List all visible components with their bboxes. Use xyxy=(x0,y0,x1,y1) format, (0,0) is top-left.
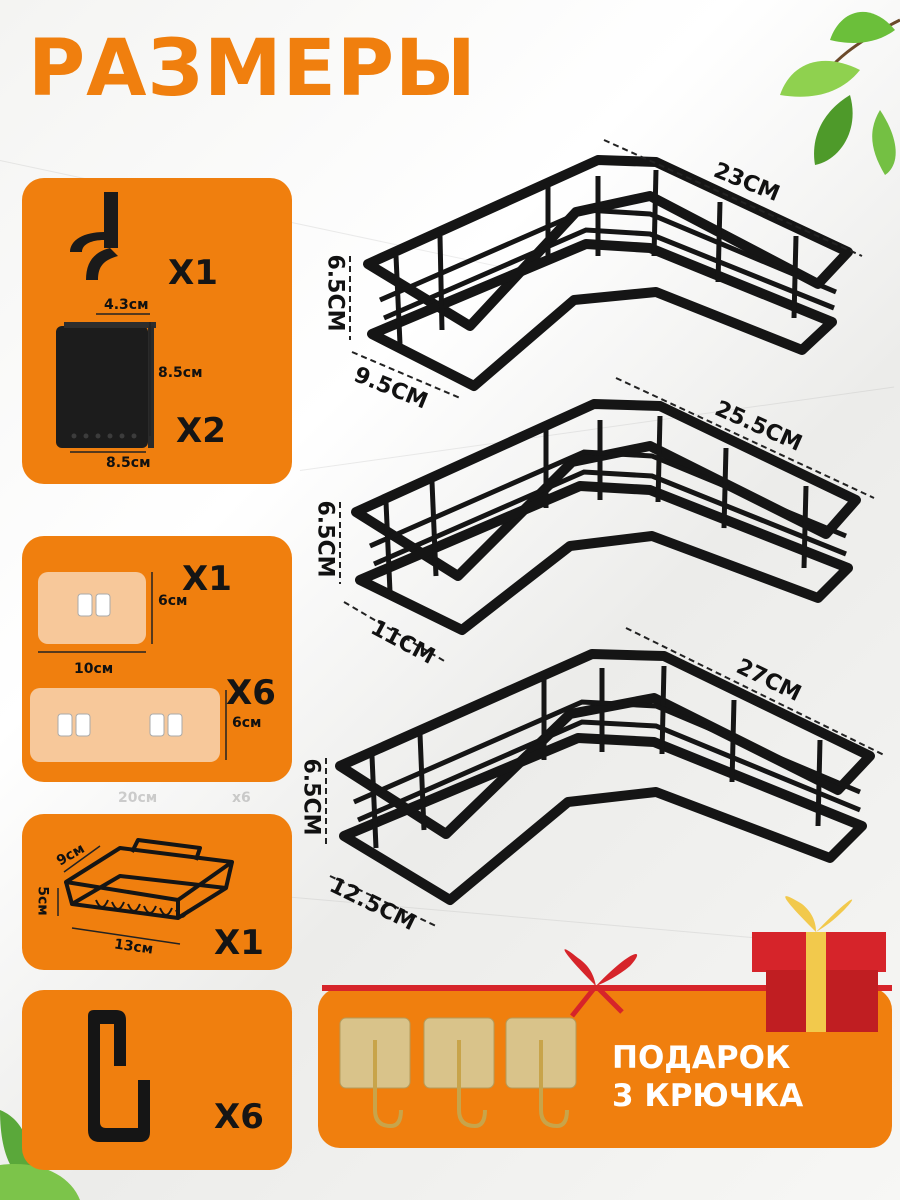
gift-line-2: 3 КРЮЧКА xyxy=(612,1077,804,1114)
holder-dimension-lines xyxy=(70,313,151,453)
ghost-sticker-width: 20см xyxy=(118,790,158,806)
sticker-dimension-lines xyxy=(38,572,227,760)
hook-quantity: X1 xyxy=(168,253,218,293)
sticker-hook-icon xyxy=(77,593,111,617)
gift-line-1: ПОДАРОК xyxy=(612,1040,791,1076)
soap-dish-quantity: X1 xyxy=(214,923,264,963)
holder-bottom-dimension: 8.5см xyxy=(106,455,151,471)
holder-side-dimension: 8.5см xyxy=(158,365,203,381)
sticker-hook-icon xyxy=(57,713,91,737)
double-hook-icon xyxy=(70,192,118,280)
sticker-hook-icon xyxy=(149,713,183,737)
soap-dish-icon xyxy=(57,838,234,945)
panel-s-hook xyxy=(22,990,292,1170)
ghost-sticker-quantity: x6 xyxy=(232,790,251,806)
gift-caption: ПОДАРОК 3 КРЮЧКА xyxy=(612,1040,872,1116)
small-sticker-quantity: X1 xyxy=(182,559,232,599)
page-title: РАЗМЕРЫ xyxy=(28,24,477,114)
s-hook-quantity: X6 xyxy=(214,1097,264,1137)
large-sticker-height: 6см xyxy=(232,715,262,731)
small-sticker-width: 10см xyxy=(74,661,114,677)
large-sticker-quantity: X6 xyxy=(226,673,276,713)
shower-holder-icon xyxy=(56,322,156,448)
small-sticker-height: 6см xyxy=(158,593,188,609)
s-hook-icon xyxy=(88,1010,150,1142)
holder-top-dimension: 4.3см xyxy=(104,297,149,313)
holder-quantity: X2 xyxy=(176,411,226,451)
